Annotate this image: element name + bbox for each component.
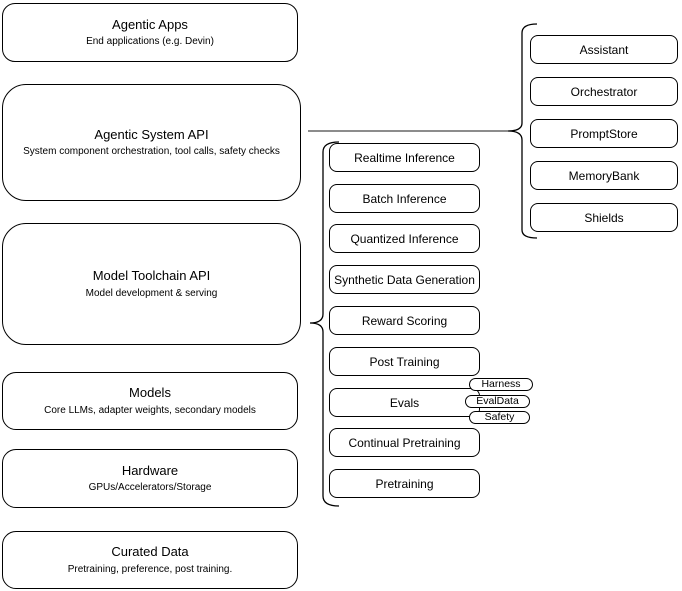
node-title: Hardware (121, 462, 179, 478)
node-realtime-inference: Realtime Inference (329, 143, 480, 172)
node-promptstore: PromptStore (530, 119, 678, 148)
node-curated-data: Curated Data Pretraining, preference, po… (2, 531, 298, 589)
node-title: Models (129, 385, 171, 401)
node-post-training: Post Training (329, 347, 480, 376)
node-model-toolchain-api: Model Toolchain API Model development & … (2, 223, 301, 345)
tag-harness: Harness (469, 378, 533, 391)
node-title: Curated Data (111, 544, 189, 560)
node-pretraining: Pretraining (329, 469, 480, 498)
node-agentic-system-api: Agentic System API System component orch… (2, 84, 301, 201)
node-subtitle: End applications (e.g. Devin) (86, 36, 214, 48)
node-title: Agentic Apps (112, 16, 188, 32)
node-subtitle: System component orchestration, tool cal… (23, 146, 280, 158)
node-batch-inference: Batch Inference (329, 184, 480, 213)
node-subtitle: GPUs/Accelerators/Storage (88, 482, 212, 494)
middle-column-bracket (309, 141, 340, 507)
node-subtitle: Model development & serving (85, 287, 218, 299)
node-subtitle: Core LLMs, adapter weights, secondary mo… (44, 404, 256, 416)
node-title: Agentic System API (94, 126, 209, 142)
node-shields: Shields (530, 203, 678, 232)
node-subtitle: Pretraining, preference, post training. (67, 563, 233, 575)
node-reward-scoring: Reward Scoring (329, 306, 480, 335)
node-continual-pretraining: Continual Pretraining (329, 428, 480, 457)
tag-safety: Safety (469, 411, 530, 424)
node-assistant: Assistant (530, 35, 678, 64)
node-hardware: Hardware GPUs/Accelerators/Storage (2, 449, 298, 508)
node-models: Models Core LLMs, adapter weights, secon… (2, 372, 298, 430)
node-synthetic-data-generation: Synthetic Data Generation (329, 265, 480, 294)
right-column-bracket (507, 23, 538, 239)
node-agentic-apps: Agentic Apps End applications (e.g. Devi… (2, 3, 298, 62)
node-evals: Evals (329, 388, 480, 417)
node-memorybank: MemoryBank (530, 161, 678, 190)
node-orchestrator: Orchestrator (530, 77, 678, 106)
node-quantized-inference: Quantized Inference (329, 224, 480, 253)
tag-evaldata: EvalData (465, 395, 530, 408)
node-title: Model Toolchain API (92, 268, 211, 284)
